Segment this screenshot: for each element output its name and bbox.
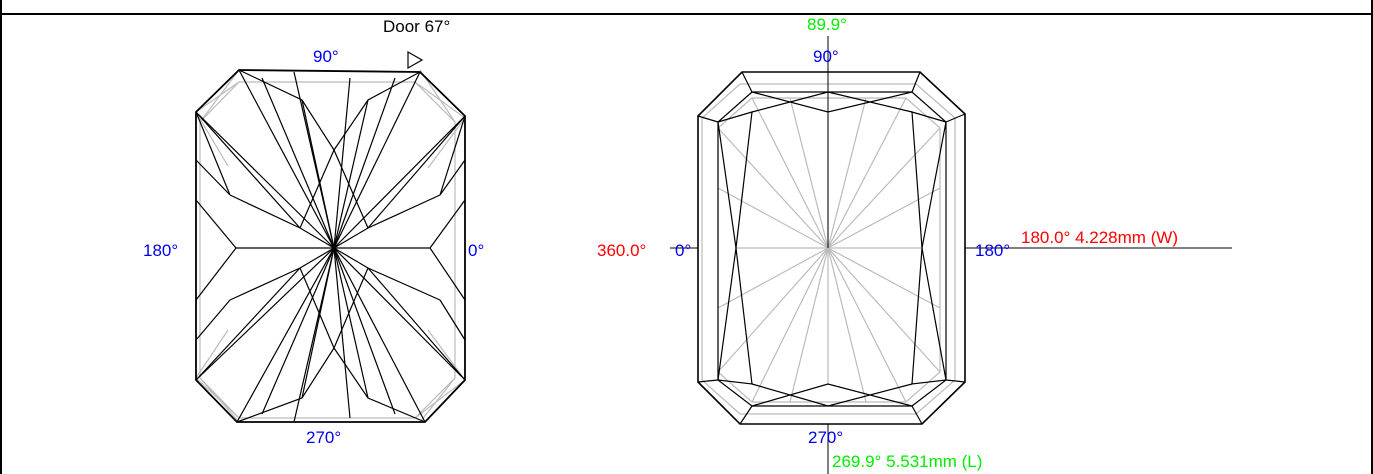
triangle-pointer-icon — [407, 50, 424, 70]
left-angle-right: 0° — [468, 241, 484, 260]
left-angle-bottom: 270° — [306, 428, 341, 447]
right-outline — [697, 71, 966, 425]
right-left-measure: 360.0° — [597, 241, 646, 260]
left-angle-top: 90° — [313, 47, 339, 66]
right-pavilion-view: 89.9° 90° 360.0° 0° 180° 180.0° 4.228mm … — [597, 15, 1232, 474]
door-label: Door 67° — [383, 17, 450, 36]
right-angle-right: 180° — [975, 241, 1010, 260]
left-girdle-facets — [195, 69, 466, 423]
right-angle-top: 90° — [813, 47, 839, 66]
right-angle-bottom: 270° — [808, 428, 843, 447]
left-outline — [195, 69, 466, 423]
right-angle-left: 0° — [675, 241, 691, 260]
left-angle-left: 180° — [143, 241, 178, 260]
length-measurement: 269.9° 5.531mm (L) — [832, 452, 982, 471]
right-top-measure: 89.9° — [807, 15, 847, 34]
width-measurement: 180.0° 4.228mm (W) — [1021, 228, 1178, 247]
left-crown-view: Door 67° 90° 180° 0° 270° — [143, 17, 484, 447]
